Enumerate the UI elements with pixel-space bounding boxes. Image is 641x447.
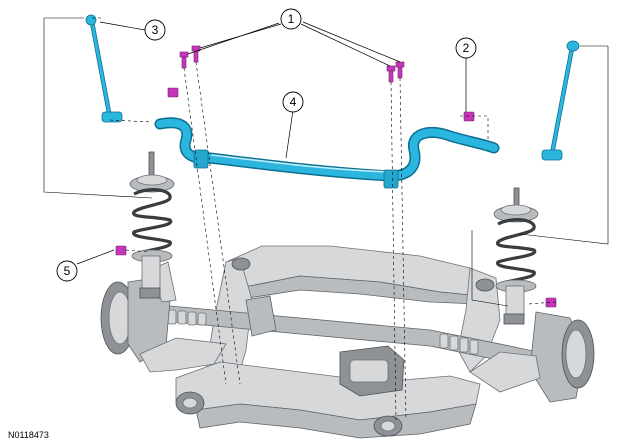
stabilizer-bar bbox=[154, 117, 500, 189]
right-knuckle-hub bbox=[529, 311, 595, 403]
link-nut-lower-right bbox=[545, 297, 557, 308]
fasteners bbox=[115, 45, 557, 308]
steering-boot-right bbox=[439, 333, 479, 355]
callout-1: 1 bbox=[280, 8, 302, 30]
bracket-bolt-1 bbox=[179, 51, 189, 69]
svg-text:2: 2 bbox=[463, 41, 470, 55]
right-coil-spring bbox=[496, 218, 537, 286]
right-lower-arm bbox=[469, 351, 541, 393]
svg-text:1: 1 bbox=[288, 12, 295, 26]
link-nut-lower-left bbox=[115, 245, 127, 256]
callout-3: 3 bbox=[144, 19, 166, 41]
stabilizer-bar-bushing-left bbox=[193, 149, 209, 169]
bracket-bolt-2 bbox=[191, 45, 201, 63]
bracket-bolt-4 bbox=[395, 61, 405, 79]
link-nut-upper-right bbox=[463, 111, 475, 122]
callout-leaders bbox=[76, 21, 467, 265]
left-lower-arm bbox=[139, 337, 227, 373]
figure-id: N0118473 bbox=[8, 430, 49, 440]
alignment-lines bbox=[43, 17, 609, 421]
left-knuckle-hub bbox=[100, 261, 177, 363]
stabilizer-bar-bushing-right bbox=[383, 169, 399, 189]
bracket-bolt-3 bbox=[386, 65, 396, 83]
left-strut-assembly bbox=[129, 151, 175, 299]
stabilizer-link-right bbox=[541, 40, 580, 161]
stabilizer-link-left bbox=[85, 14, 123, 123]
svg-text:5: 5 bbox=[64, 264, 71, 278]
svg-text:4: 4 bbox=[290, 95, 297, 109]
left-coil-spring bbox=[132, 188, 173, 256]
link-nut-upper-left bbox=[167, 87, 179, 98]
callout-4: 4 bbox=[282, 91, 304, 113]
right-strut-assembly bbox=[493, 187, 539, 325]
svg-text:3: 3 bbox=[152, 23, 159, 37]
front-subframe bbox=[175, 245, 501, 439]
callout-5: 5 bbox=[56, 260, 78, 282]
callout-2: 2 bbox=[455, 37, 477, 59]
